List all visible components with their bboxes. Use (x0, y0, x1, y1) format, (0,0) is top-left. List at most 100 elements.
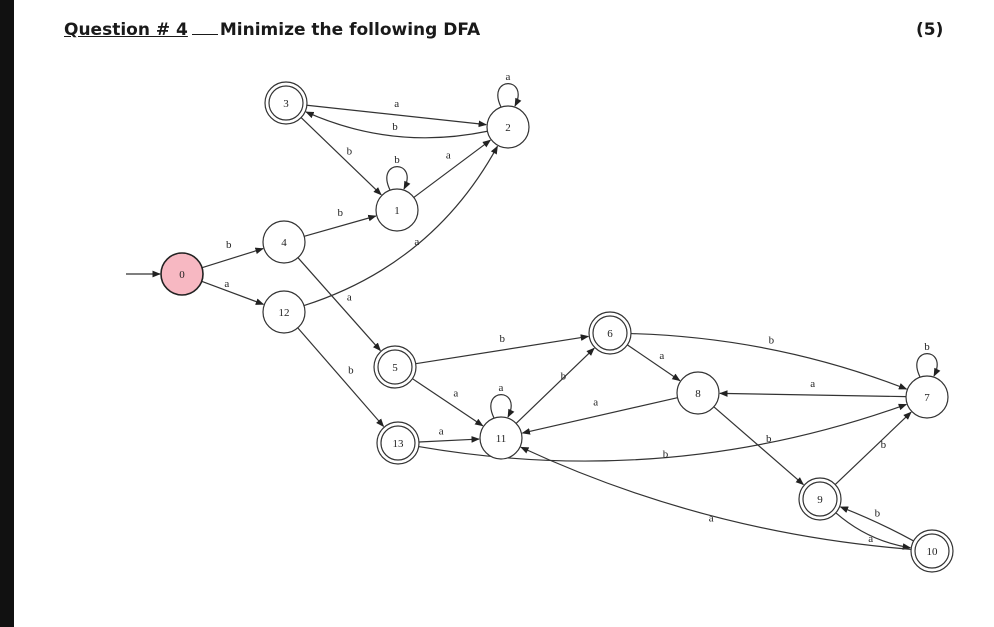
transition-1-to-2 (413, 139, 492, 198)
transition-5-to-11 (412, 378, 484, 427)
transition-label-9-to-10: a (868, 533, 873, 545)
transition-label-7-to-8: a (810, 378, 815, 390)
transition-label-9-to-7: b (881, 439, 887, 451)
transition-label-0-to-4: b (226, 239, 232, 251)
state-12-label: 12 (279, 307, 290, 319)
state-13: 13 (376, 421, 420, 465)
transition-4-to-1 (304, 214, 377, 237)
transition-label-13-to-7: b (663, 449, 669, 461)
state-12-circle (262, 290, 306, 334)
state-8-label: 8 (695, 388, 701, 400)
transitions (126, 83, 941, 550)
state-9-accept-ring (802, 481, 838, 517)
transition-6-to-7 (630, 332, 908, 390)
transition-0-to-12 (201, 280, 265, 305)
transition-label-8-to-9: b (766, 433, 772, 445)
transition-2-to-3 (305, 111, 488, 139)
transition-label-2-to-3: b (392, 121, 398, 133)
transition-12-to-2 (303, 145, 498, 307)
state-10-accept-ring (914, 533, 950, 569)
transition-label-4-to-1: b (338, 207, 344, 219)
state-11-circle (479, 416, 523, 460)
question-marks: (5) (916, 20, 944, 40)
transition-5-to-6 (415, 334, 590, 365)
transition-11-to-6 (515, 347, 595, 424)
transition-label-12-to-13: b (348, 364, 354, 376)
state-3: 3 (264, 81, 308, 125)
transition-label-10-to-11: a (709, 513, 714, 525)
transition-1-to-1 (386, 166, 411, 191)
transition-10-to-11 (520, 446, 912, 550)
transition-8-to-9 (713, 406, 805, 486)
state-2: 2 (486, 105, 530, 149)
transition-label-12-to-2: a (414, 236, 419, 248)
state-0-circle (160, 252, 204, 296)
question-underline-gap (191, 33, 218, 35)
transition-label-11-to-6: b (561, 371, 567, 383)
state-6-label: 6 (607, 328, 613, 340)
state-2-circle (486, 105, 530, 149)
state-3-label: 3 (283, 98, 289, 110)
state-0: 0 (160, 252, 204, 296)
transition-label-6-to-7: b (769, 334, 775, 346)
transition-label-3-to-1: b (347, 145, 353, 157)
transition-9-to-7 (834, 411, 912, 485)
state-6-accept-ring (592, 315, 628, 351)
transition-7-to-7 (916, 353, 941, 378)
state-7: 7 (905, 375, 949, 419)
state-3-accept-ring (268, 85, 304, 121)
state-9: 9 (798, 477, 842, 521)
state-1-label: 1 (394, 205, 400, 217)
state-13-accept-ring (380, 425, 416, 461)
state-10: 10 (910, 529, 954, 573)
transition-4-to-5 (297, 257, 381, 352)
transition-7-to-8 (719, 390, 907, 398)
transition-10-to-9 (839, 506, 914, 542)
state-2-label: 2 (505, 122, 511, 134)
transition-label-4-to-5: a (347, 291, 352, 303)
transition-label-13-to-11: a (439, 426, 444, 438)
transition-3-to-1 (300, 117, 382, 196)
transition-label-7-to-7: b (924, 341, 930, 353)
transition-12-to-13 (297, 327, 385, 428)
state-7-circle (905, 375, 949, 419)
state-8: 8 (676, 371, 720, 415)
transition-6-to-8 (627, 344, 681, 382)
state-13-label: 13 (393, 438, 405, 450)
state-0-label: 0 (179, 269, 185, 281)
transition-8-to-11 (521, 397, 678, 435)
state-11: 11 (479, 416, 523, 460)
transition-label-3-to-2: a (394, 98, 399, 110)
state-8-circle (676, 371, 720, 415)
question-text: Minimize the following DFA (219, 20, 481, 40)
state-5: 5 (373, 345, 417, 389)
transition-label-1-to-1: b (394, 154, 400, 166)
transition-11-to-11 (490, 394, 515, 419)
transition-label-11-to-11: a (499, 382, 504, 394)
transition-3-to-2 (306, 104, 487, 128)
transition-13-to-11 (418, 436, 480, 443)
transition-label-0-to-12: a (224, 278, 229, 290)
state-9-label: 9 (817, 494, 823, 506)
state-4: 4 (262, 220, 306, 264)
state-5-accept-ring (377, 349, 413, 385)
transition-13-to-7 (418, 403, 908, 462)
state-12: 12 (262, 290, 306, 334)
state-6: 6 (588, 311, 632, 355)
transition-label-2-to-2: a (506, 71, 511, 83)
transition-label-1-to-2: a (446, 150, 451, 162)
state-10-label: 10 (927, 546, 939, 558)
transition-label-5-to-11: a (453, 387, 458, 399)
transition-label-10-to-9: b (875, 508, 881, 520)
state-4-circle (262, 220, 306, 264)
transition-label-8-to-11: a (593, 396, 598, 408)
transition-label-5-to-6: b (500, 333, 506, 345)
transition-0-to-4 (201, 247, 264, 269)
state-1: 1 (375, 188, 419, 232)
transition-9-to-10 (835, 512, 912, 550)
